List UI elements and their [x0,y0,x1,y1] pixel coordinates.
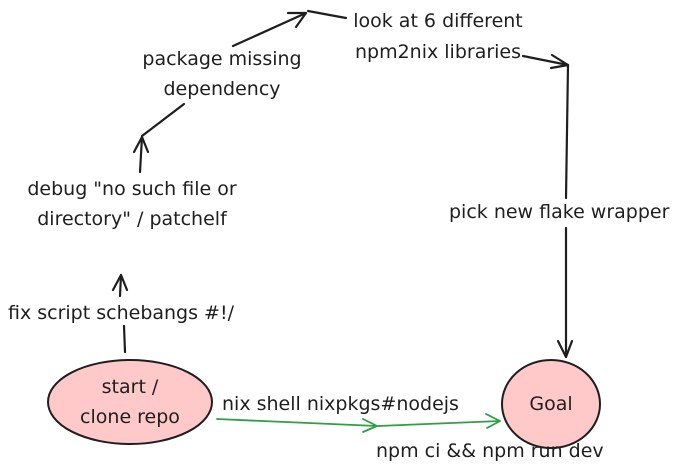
step-pick-flake: pick new flake wrapper [449,201,670,223]
step-fix-schebangs: fix script schebangs #!/ [8,302,234,324]
direct-path-upper-label: nix shell nixpkgs#nodejs [222,393,459,415]
connector-debug-to-package [138,135,144,174]
arrowhead-goal-green [485,413,501,429]
arrowhead-debug [111,273,129,292]
step-debug-line2: directory" / patchelf [37,208,227,230]
arrowhead-look [286,11,308,29]
connector-look-to-corner [521,54,570,67]
connector-start-to-goal-1 [216,418,378,427]
step-debug-line1: debug "no such file or [27,178,237,200]
start-node-label-line2: clone repo [80,406,180,428]
direct-path-lower-label: npm ci && npm run dev [376,440,604,462]
start-node-label-line1: start / [101,376,159,398]
arrowhead-midpoint [362,418,378,433]
start-node-shape[interactable] [47,359,213,445]
goal-node-shape[interactable] [501,359,601,449]
arrowhead-goal [556,339,574,359]
connector-package-to-look-2 [231,11,308,48]
step-look-line1: look at 6 different [353,10,523,32]
goal-node-label: Goal [529,393,573,415]
connector-package-to-look [140,102,186,138]
connector-start-to-goal-2 [377,420,501,427]
connector-fix-to-debug [118,273,123,298]
connector-look-top [306,9,348,20]
step-package-line2: dependency [163,78,281,100]
connector-corner-down [564,63,570,200]
step-package-line1: package missing [142,48,302,70]
step-look-line2: npm2nix libraries [354,41,522,63]
connector-start-to-fix [122,324,127,354]
